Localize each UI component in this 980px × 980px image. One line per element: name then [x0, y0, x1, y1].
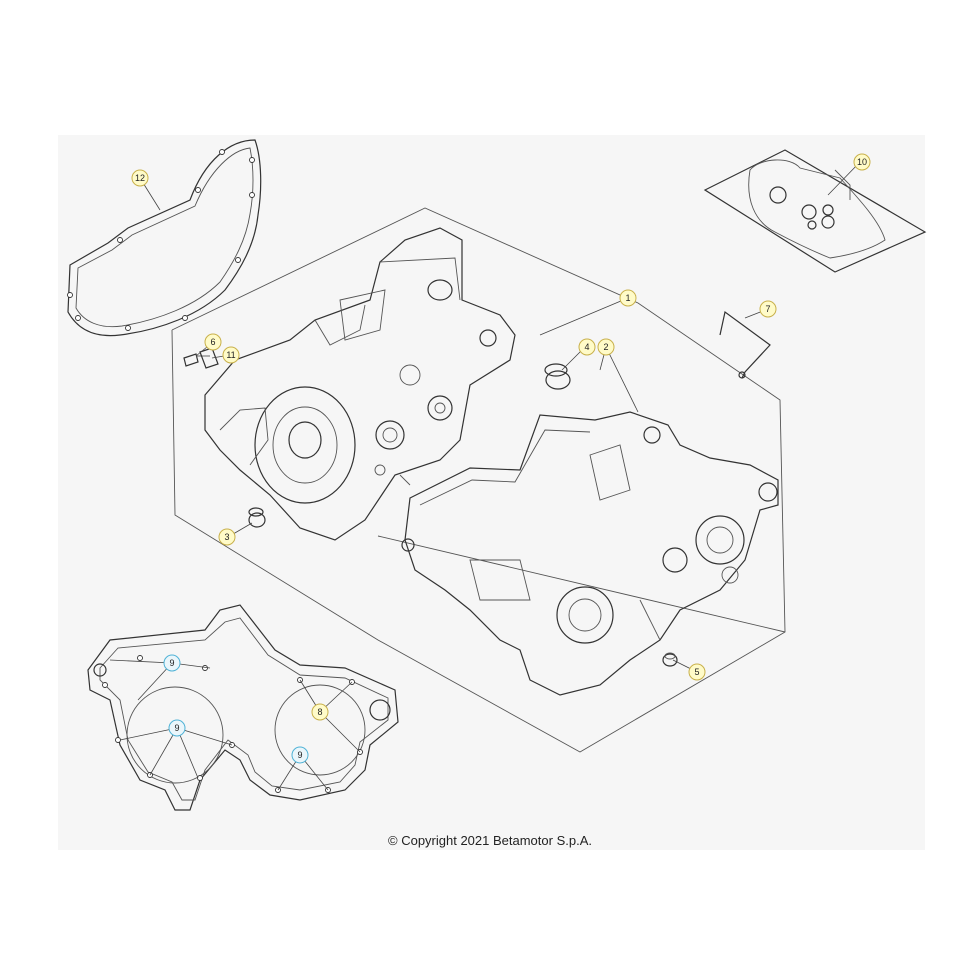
bushing-4 — [544, 363, 571, 390]
plug-5 — [662, 652, 678, 667]
svg-text:9: 9 — [169, 658, 174, 668]
callout-4[interactable]: 4 — [578, 338, 596, 356]
assembly-outline — [171, 207, 786, 753]
callout-11[interactable]: 11 — [222, 346, 240, 364]
svg-text:9: 9 — [297, 750, 302, 760]
crankcase-gasket — [87, 604, 399, 811]
svg-text:8: 8 — [317, 707, 322, 717]
callout-12[interactable]: 12 — [131, 169, 149, 187]
washer-11 — [199, 347, 219, 369]
bolt-6 — [183, 353, 210, 367]
svg-text:9: 9 — [174, 723, 179, 733]
callout-9-middle[interactable]: 9 — [168, 719, 186, 737]
callout-8[interactable]: 8 — [311, 703, 329, 721]
copyright-text: © Copyright 2021 Betamotor S.p.A. — [388, 833, 592, 848]
pipe-7 — [719, 310, 771, 379]
gasket-kit — [703, 149, 927, 273]
callout-6[interactable]: 6 — [204, 333, 222, 351]
leader-lines — [109, 161, 861, 791]
left-crankcase-half — [204, 227, 516, 541]
callout-5[interactable]: 5 — [688, 663, 706, 681]
bushing-3 — [248, 507, 266, 528]
callout-3[interactable]: 3 — [218, 528, 236, 546]
svg-text:3: 3 — [224, 532, 229, 542]
clutch-cover-gasket — [67, 139, 262, 337]
svg-text:7: 7 — [765, 304, 770, 314]
callout-9-right[interactable]: 9 — [291, 746, 309, 764]
svg-text:4: 4 — [584, 342, 589, 352]
callout-2[interactable]: 2 — [597, 338, 615, 356]
svg-text:5: 5 — [694, 667, 699, 677]
callout-1[interactable]: 1 — [619, 289, 637, 307]
callout-9-top[interactable]: 9 — [163, 654, 181, 672]
callout-10[interactable]: 10 — [853, 153, 871, 171]
callout-7[interactable]: 7 — [759, 300, 777, 318]
svg-text:1: 1 — [625, 293, 630, 303]
diagram-panel — [58, 135, 925, 850]
svg-text:6: 6 — [210, 337, 215, 347]
svg-text:12: 12 — [135, 173, 145, 183]
svg-text:10: 10 — [857, 157, 867, 167]
svg-text:11: 11 — [226, 350, 235, 360]
right-crankcase-half — [401, 411, 779, 696]
svg-text:2: 2 — [603, 342, 608, 352]
